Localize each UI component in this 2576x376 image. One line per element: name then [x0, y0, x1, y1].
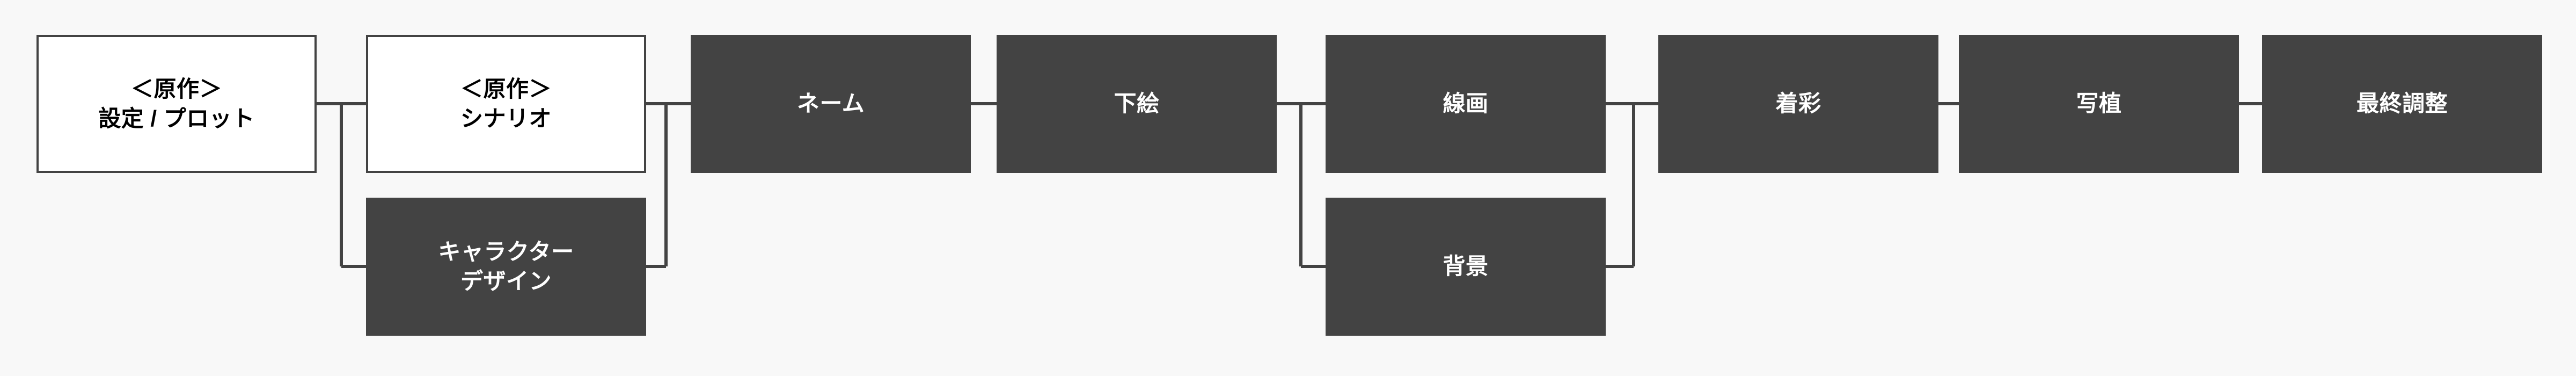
node-shashoku[interactable]: 写植: [1959, 35, 2239, 173]
node-label: 線画: [1443, 91, 1489, 117]
node-character-design[interactable]: キャラクター デザイン: [366, 198, 646, 336]
node-label: 最終調整: [2356, 91, 2448, 117]
node-gensaku-settei[interactable]: ＜原作＞ 設定 / プロット: [36, 35, 317, 173]
node-shitae[interactable]: 下絵: [997, 35, 1277, 173]
node-saishu-chosei[interactable]: 最終調整: [2262, 35, 2542, 173]
node-label: 下絵: [1114, 91, 1160, 117]
node-label: ネーム: [796, 91, 865, 117]
node-label: ＜原作＞ シナリオ: [460, 76, 552, 131]
node-label: キャラクター デザイン: [438, 238, 574, 294]
node-senga[interactable]: 線画: [1326, 35, 1606, 173]
node-saisai[interactable]: 着彩: [1658, 35, 1938, 173]
node-label: 着彩: [1775, 91, 1821, 117]
node-name[interactable]: ネーム: [691, 35, 971, 173]
node-gensaku-scenario[interactable]: ＜原作＞ シナリオ: [366, 35, 646, 173]
node-label: 背景: [1443, 254, 1489, 279]
node-label: 写植: [2076, 91, 2122, 117]
node-label: ＜原作＞ 設定 / プロット: [98, 76, 255, 131]
node-haikei[interactable]: 背景: [1326, 198, 1606, 336]
